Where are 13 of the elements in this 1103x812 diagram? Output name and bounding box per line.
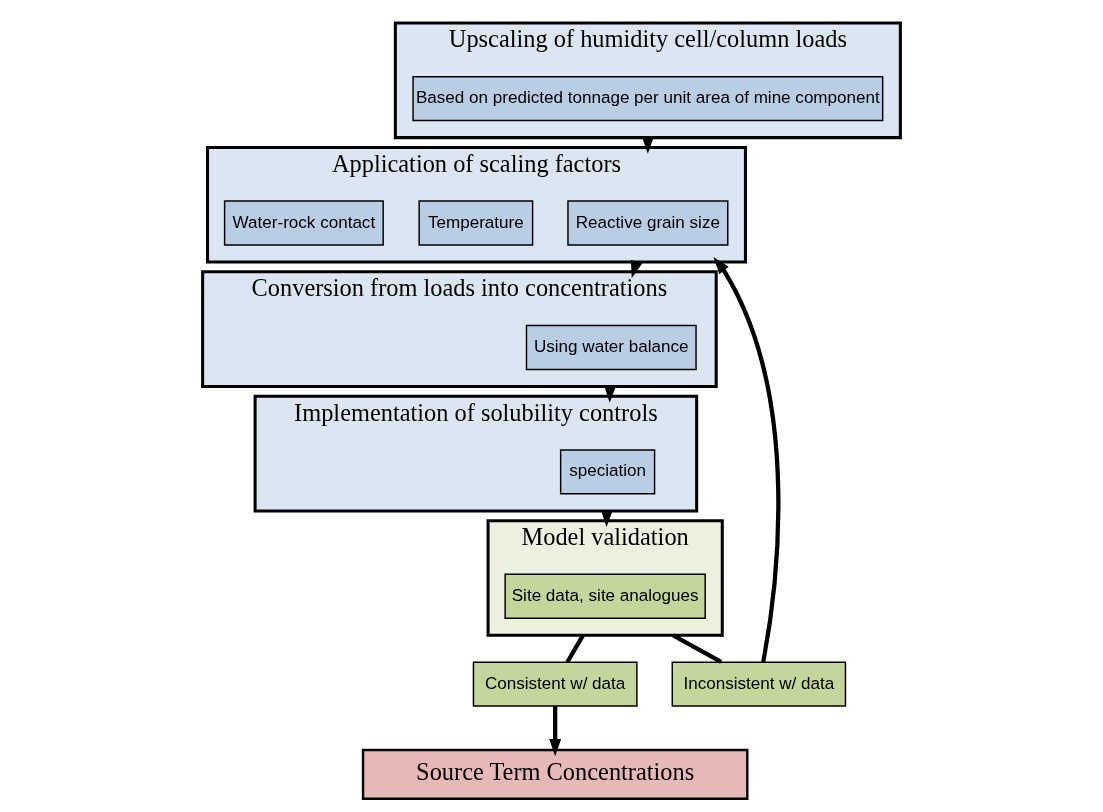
arrow xyxy=(549,706,562,757)
node-box: Consistent w/ data xyxy=(472,661,638,707)
node-box: Based on predicted tonnage per unit area of mine component xyxy=(412,75,884,122)
connector xyxy=(565,634,585,664)
node-box: Site data, site analogues xyxy=(504,573,706,619)
node-box: Using water balance xyxy=(525,324,697,371)
node-box: Water-rock contact xyxy=(223,200,384,246)
arrow xyxy=(713,257,781,663)
node-box: Temperature xyxy=(418,200,534,246)
node-box: Source Term Concentrations xyxy=(361,748,749,800)
node-box: speciation xyxy=(559,449,656,495)
node-box: Inconsistent w/ data xyxy=(671,661,847,707)
node-box: Reactive grain size xyxy=(567,200,729,246)
